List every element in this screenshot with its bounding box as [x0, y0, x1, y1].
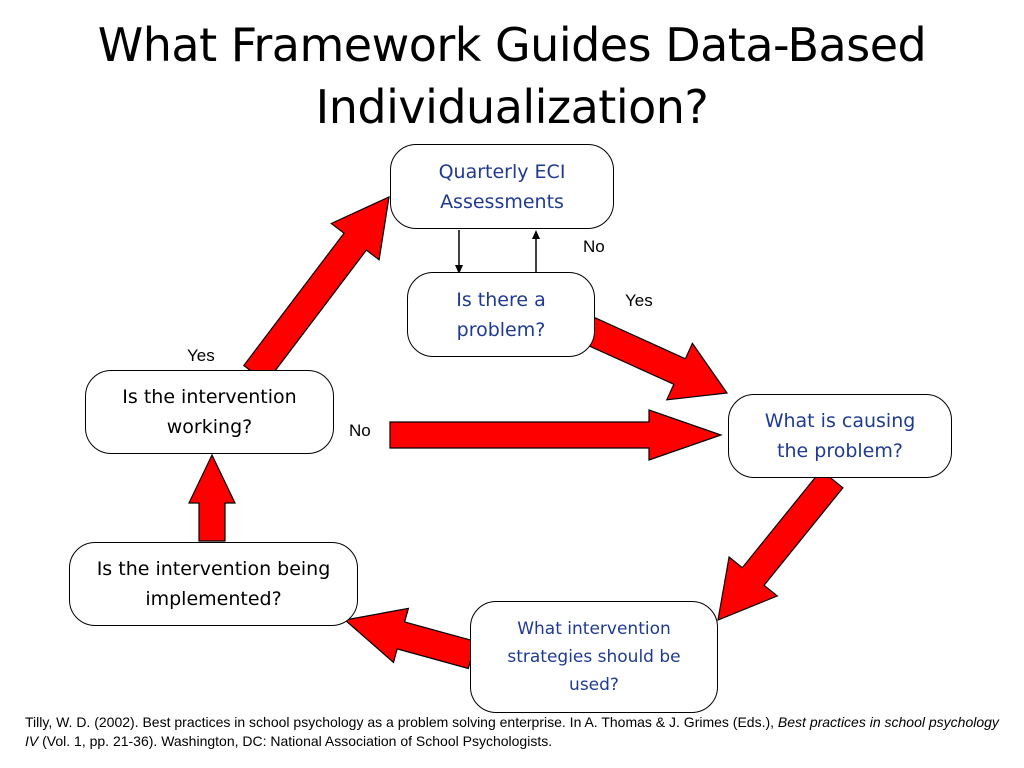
citation: Tilly, W. D. (2002). Best practices in s…: [25, 713, 1000, 751]
citation-text-1: Tilly, W. D. (2002). Best practices in s…: [25, 714, 778, 730]
arrow-no-to-causing: [389, 409, 723, 461]
arrow-problem-to-causing: [581, 316, 729, 401]
node-intervention-strategies: What intervention strategies should be u…: [470, 601, 718, 713]
node-is-there-a-problem: Is there a problem?: [407, 272, 595, 357]
node-quarterly-eci-assessments: Quarterly ECI Assessments: [390, 144, 614, 229]
arrow-causing-to-strategies: [717, 469, 844, 621]
title-line-1: What Framework Guides Data-Based: [97, 18, 927, 72]
label-yes-right: Yes: [625, 291, 653, 310]
title-line-2: Individualization?: [315, 80, 709, 134]
node-being-implemented: Is the intervention being implemented?: [69, 542, 358, 626]
label-no-top: No: [583, 237, 605, 256]
citation-book-title: Best practices in school psychology IV: [25, 714, 999, 749]
slide-title: What Framework Guides Data-Based Individ…: [0, 14, 1024, 138]
arrow-implemented-to-working: [188, 453, 236, 542]
node-intervention-working: Is the intervention working?: [85, 370, 334, 454]
label-yes-left: Yes: [187, 346, 215, 365]
arrow-strategies-to-implemented: [343, 607, 477, 670]
arrow-working-to-quarterly: [242, 195, 390, 384]
node-what-is-causing: What is causing the problem?: [728, 394, 952, 478]
citation-text-2: (Vol. 1, pp. 21-36). Washington, DC: Nat…: [38, 733, 553, 749]
label-no-middle: No: [349, 421, 371, 440]
